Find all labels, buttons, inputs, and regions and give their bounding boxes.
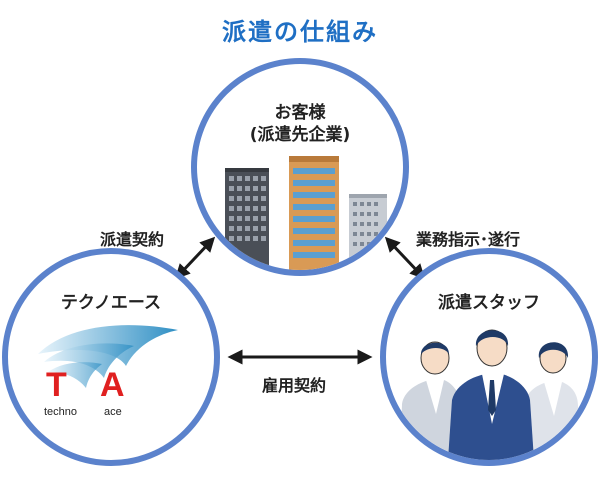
arrow-dispatch-contract bbox=[174, 236, 216, 280]
client-label: お客様 bbox=[274, 103, 326, 123]
staff-label: 派遣スタッフ bbox=[438, 293, 540, 313]
technoace-label: テクノエース bbox=[60, 293, 162, 313]
label-dispatch-contract: 派遣契約 bbox=[100, 230, 165, 249]
logo-text-ace: ace bbox=[104, 406, 122, 418]
label-work-instruction: 業務指示･遂行 bbox=[416, 230, 521, 249]
staff-node: 派遣スタッフ bbox=[380, 248, 598, 466]
technoace-logo-swooshes bbox=[38, 325, 178, 388]
client-sublabel: (派遣先企業) bbox=[249, 125, 351, 145]
client-node: お客様 (派遣先企業) bbox=[191, 58, 409, 276]
diagram-title: 派遣の仕組み bbox=[222, 18, 378, 46]
logo-text-techno: techno bbox=[44, 406, 78, 418]
staff-illustration bbox=[400, 329, 580, 460]
technoace-node: テクノエース T A techno ace bbox=[2, 248, 220, 466]
label-employment-contract: 雇用契約 bbox=[262, 376, 327, 395]
logo-letter-t: T bbox=[46, 366, 67, 404]
buildings-illustration bbox=[225, 156, 387, 270]
arrow-work-instruction bbox=[384, 236, 426, 280]
logo-letter-a: A bbox=[100, 366, 125, 404]
